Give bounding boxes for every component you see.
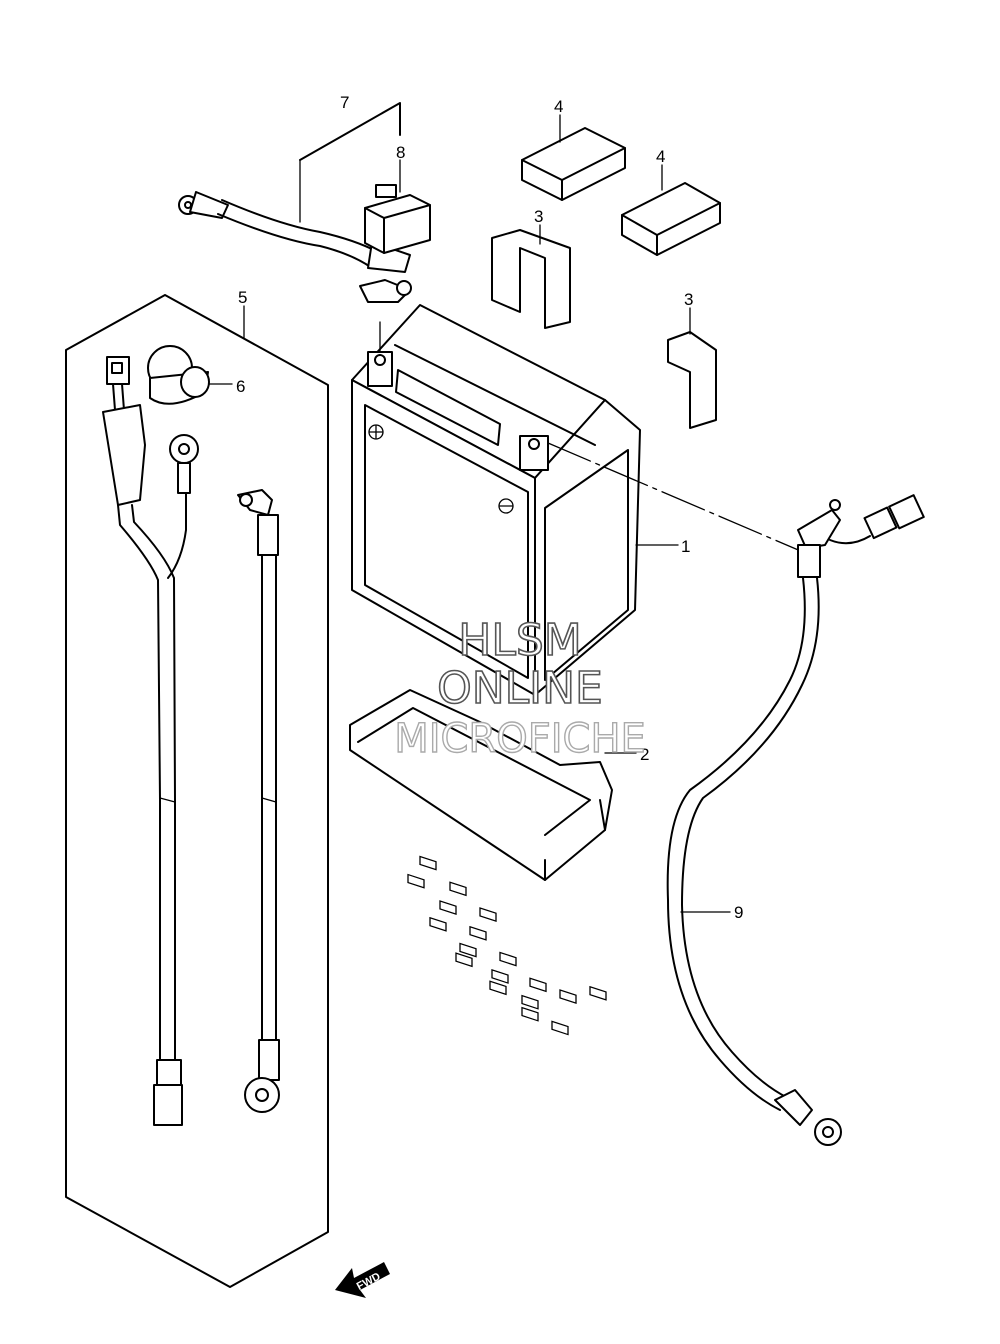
pad-b[interactable] (667, 307, 717, 429)
callout-7: 7 (340, 93, 349, 112)
callout-3b: 3 (684, 290, 693, 309)
callout-6: 6 (236, 377, 245, 396)
tray-slot (491, 968, 509, 984)
tray-slots (407, 855, 607, 1036)
watermark-line1: HLSM (458, 615, 582, 666)
tray-slot (419, 855, 437, 871)
callout-4a: 4 (554, 97, 563, 116)
connection-line (547, 442, 811, 556)
callout-9: 9 (734, 903, 743, 922)
harness-wire-right (237, 489, 280, 1113)
callouts: 1 2 3 3 4 4 5 6 7 8 9 (236, 93, 743, 922)
callout-2: 2 (640, 745, 649, 764)
tray-slot (479, 907, 497, 923)
tray-slot (489, 980, 507, 996)
positive-lead[interactable] (178, 102, 412, 303)
tray-slot (559, 989, 577, 1005)
spacer-b[interactable] (621, 164, 721, 256)
lead-cover[interactable] (364, 159, 431, 254)
watermark: HLSM ONLINE MICROFICHE (393, 614, 646, 763)
tray-slot (521, 994, 539, 1010)
tray-slot (529, 977, 547, 993)
battery-tray[interactable] (349, 689, 637, 881)
harness-wire-left (102, 356, 199, 1126)
tray-slot (551, 1020, 569, 1036)
tray-slot (429, 916, 447, 932)
watermark-line3: MICROFICHE (394, 716, 646, 762)
fwd-arrow-icon: FWD (335, 1262, 390, 1298)
fwd-label: FWD (355, 1270, 383, 1292)
negative-lead[interactable] (666, 494, 925, 1146)
tray-slot (589, 985, 607, 1001)
pad-a[interactable] (491, 224, 571, 329)
tray-slot (455, 952, 473, 968)
terminal-cap[interactable] (147, 345, 233, 405)
callout-8: 8 (396, 143, 405, 162)
watermark-line2: ONLINE (437, 663, 603, 714)
tray-slot (469, 925, 487, 941)
tray-slot (439, 900, 457, 916)
callout-5: 5 (238, 288, 247, 307)
tray-slot (521, 1006, 539, 1022)
callout-1: 1 (681, 537, 690, 556)
tray-slot (449, 881, 467, 897)
callout-3a: 3 (534, 207, 543, 226)
battery[interactable] (351, 304, 679, 696)
tray-slot (459, 942, 477, 958)
harness-kit-outline (65, 294, 329, 1288)
tray-slot (407, 873, 425, 889)
spacer-a[interactable] (521, 114, 626, 201)
callout-4b: 4 (656, 147, 665, 166)
tray-slot (499, 951, 517, 967)
